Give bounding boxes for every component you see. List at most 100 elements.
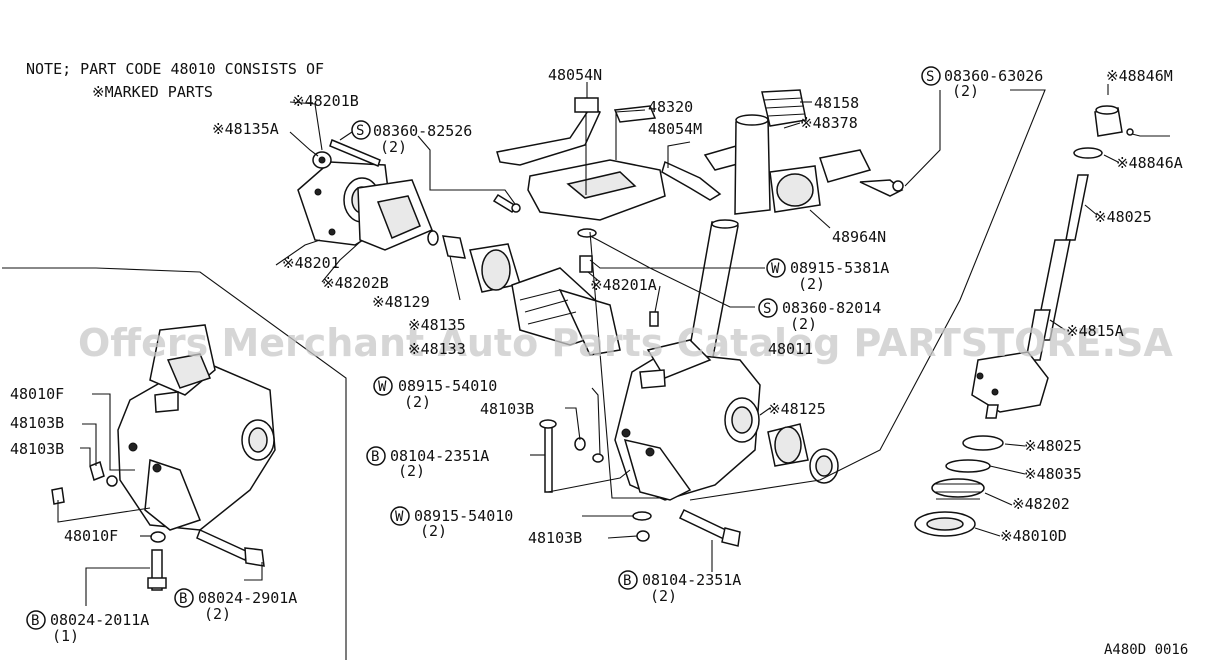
label-48202B: ※48202B: [322, 274, 389, 292]
label-48011: 48011: [768, 340, 813, 358]
label-48135A: ※48135A: [212, 120, 279, 138]
label-48010D: ※48010D: [1000, 527, 1067, 545]
label-48054N: 48054N: [548, 66, 602, 84]
symbol-letter: B: [371, 449, 379, 465]
label-08024-2011A: 08024-2011A: [50, 611, 149, 629]
washer-symbol-icon: [373, 376, 393, 396]
qty-08915-54010-lower: (2): [420, 522, 447, 540]
label-48201A: ※48201A: [590, 276, 657, 294]
bolt-symbol-icon: [366, 446, 386, 466]
label-48135: ※48135: [408, 316, 466, 334]
screw-symbol-icon: [758, 298, 778, 318]
qty-08360-82526: (2): [380, 138, 407, 156]
label-48133: ※48133: [408, 340, 466, 358]
label-08104-2351A-upper: 08104-2351A: [390, 447, 489, 465]
label-08360-82014: 08360-82014: [782, 299, 881, 317]
inset-border: [2, 267, 347, 660]
washer-stack-center: [577, 228, 659, 327]
callout-08915-5381A: W 08915-5381A (2): [766, 258, 889, 293]
qty-08360-63026: (2): [952, 82, 979, 100]
qty-08104-2351A-lower: (2): [650, 587, 677, 605]
plate-48320: [527, 105, 666, 221]
label-48201: ※48201: [282, 254, 340, 272]
label-48010F-bottom: 48010F: [64, 527, 118, 545]
symbol-letter: W: [395, 509, 404, 525]
bolt-symbol-icon: [618, 570, 638, 590]
bolt-symbol-icon: [26, 610, 46, 630]
screw-symbol-icon: [351, 120, 371, 140]
insulator-48964N: [769, 165, 821, 213]
callout-08915-54010-lower: W 08915-54010 (2): [390, 506, 513, 540]
bolt-48201B: [329, 138, 381, 168]
callout-08915-54010-upper: W 08915-54010 (2): [373, 376, 497, 411]
watermark: Offers Merchant Auto Parts Catalog PARTS…: [78, 321, 1173, 365]
label-48129: ※48129: [372, 293, 430, 311]
symbol-letter: W: [378, 379, 387, 395]
label-48025-upper: ※48025: [1094, 208, 1152, 226]
symbol-letter: B: [179, 591, 187, 607]
label-08104-2351A-lower: 08104-2351A: [642, 571, 741, 589]
symbol-letter: S: [926, 69, 934, 85]
note-line-2: ※MARKED PARTS: [92, 83, 213, 101]
washer-symbol-icon: [390, 506, 410, 526]
gasket-48202B: [357, 179, 433, 251]
label-48103B-left-1: 48103B: [10, 414, 64, 432]
label-4815A: ※4815A: [1066, 322, 1124, 340]
diagram-code: A480D 0016: [1104, 642, 1188, 658]
bearing-48125: [767, 423, 839, 484]
label-48320: 48320: [648, 98, 693, 116]
label-48201B: ※48201B: [292, 92, 359, 110]
label-48202: ※48202: [1012, 495, 1070, 513]
symbol-letter: B: [623, 573, 631, 589]
label-48158: 48158: [814, 94, 859, 112]
label-08360-82526: 08360-82526: [373, 122, 472, 140]
label-48103B-center: 48103B: [480, 400, 534, 418]
label-48010F-top: 48010F: [10, 385, 64, 403]
left-small-parts: [51, 460, 265, 591]
label-08360-63026: 08360-63026: [944, 67, 1043, 85]
sector-shaft-48135: [511, 267, 621, 356]
label-48035: ※48035: [1024, 465, 1082, 483]
label-48846M: ※48846M: [1106, 67, 1173, 85]
label-48054M: 48054M: [648, 120, 702, 138]
qty-08915-5381A: (2): [798, 275, 825, 293]
washer-symbol-icon: [766, 258, 786, 278]
part-labels: 48054N 48320 48158 ※48201B ※48135A S 083…: [10, 66, 1183, 645]
qty-08024-2011A: (1): [52, 627, 79, 645]
clamp-48378: [819, 149, 904, 197]
label-48103B-left-2: 48103B: [10, 440, 64, 458]
leader-lines: [57, 82, 1170, 606]
callout-08024-2011A: B 08024-2011A (1): [26, 610, 149, 645]
symbol-letter: S: [356, 123, 364, 139]
qty-08915-54010-upper: (2): [404, 393, 431, 411]
label-08024-2901A: 08024-2901A: [198, 589, 297, 607]
label-48964N: 48964N: [832, 228, 886, 246]
label-08915-5381A: 08915-5381A: [790, 259, 889, 277]
callout-08360-82014: S 08360-82014 (2): [758, 298, 881, 333]
callout-08104-2351A-lower: B 08104-2351A (2): [618, 570, 741, 605]
callout-08360-82526: S 08360-82526 (2): [351, 120, 472, 156]
right-shaft-assembly: [914, 105, 1134, 537]
callout-08360-63026: S 08360-63026 (2): [921, 66, 1043, 100]
label-48125: ※48125: [768, 400, 826, 418]
label-48025-lower: ※48025: [1024, 437, 1082, 455]
gearbox-48011: [614, 339, 761, 501]
bolts-center: [539, 419, 741, 547]
label-48378: ※48378: [800, 114, 858, 132]
dust-boot-48158: [734, 89, 807, 215]
label-48103B-lower: 48103B: [528, 529, 582, 547]
label-48846A: ※48846A: [1116, 154, 1183, 172]
left-gearbox-housing: [117, 324, 276, 531]
bracket-48054N: [496, 97, 602, 166]
bolt-symbol-icon: [174, 588, 194, 608]
symbol-letter: S: [763, 301, 771, 317]
label-08915-54010-lower: 08915-54010: [414, 507, 513, 525]
qty-08104-2351A-upper: (2): [398, 462, 425, 480]
qty-08360-82014: (2): [790, 315, 817, 333]
label-08915-54010-upper: 08915-54010: [398, 377, 497, 395]
bolt-0836082526: [492, 193, 521, 214]
qty-08024-2901A: (2): [204, 605, 231, 623]
bearing-48129: [427, 230, 521, 293]
callout-08024-2901A: B 08024-2901A (2): [174, 588, 297, 623]
